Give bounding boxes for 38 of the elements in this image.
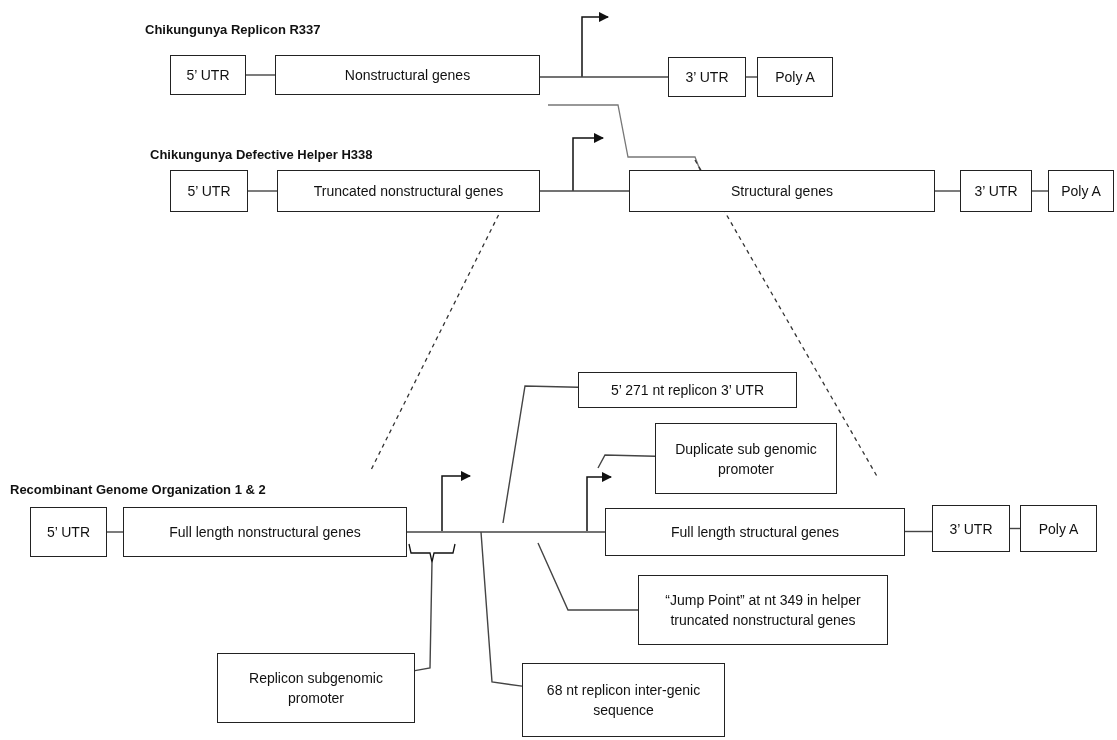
sequence-line bbox=[247, 190, 278, 192]
gene-segment-box: Truncated nonstructural genes bbox=[277, 170, 540, 212]
leader-line bbox=[537, 542, 639, 611]
gene-segment-box: 5’ UTR bbox=[170, 55, 246, 95]
bracket bbox=[408, 543, 456, 563]
sequence-line bbox=[245, 74, 276, 76]
callout-box: “Jump Point” at nt 349 in helper truncated nonstructural genes bbox=[638, 575, 888, 645]
callout-box: Duplicate sub genomic promoter bbox=[655, 423, 837, 494]
sequence-line bbox=[414, 561, 433, 672]
gene-segment-box: 5’ UTR bbox=[30, 507, 107, 557]
row-title: Chikungunya Defective Helper H338 bbox=[150, 147, 373, 162]
sequence-line bbox=[539, 76, 669, 78]
gene-segment-box: Poly A bbox=[757, 57, 833, 97]
leader-line bbox=[597, 454, 656, 469]
leader-line bbox=[480, 531, 523, 687]
gene-segment-box: Structural genes bbox=[629, 170, 935, 212]
row-title: Recombinant Genome Organization 1 & 2 bbox=[10, 482, 266, 497]
gene-segment-box: 3’ UTR bbox=[932, 505, 1010, 552]
gene-segment-box: Full length structural genes bbox=[605, 508, 905, 556]
gene-segment-box: 5’ UTR bbox=[170, 170, 248, 212]
leader-line bbox=[502, 385, 579, 524]
sequence-line bbox=[934, 190, 961, 192]
gene-segment-box: Full length nonstructural genes bbox=[123, 507, 407, 557]
callout-box: Replicon subgenomic promoter bbox=[217, 653, 415, 723]
callout-box: 68 nt replicon inter-genic sequence bbox=[522, 663, 725, 737]
sequence-line bbox=[904, 530, 933, 533]
gene-segment-box: Poly A bbox=[1020, 505, 1097, 552]
gene-segment-box: 3’ UTR bbox=[960, 170, 1032, 212]
row-title: Chikungunya Replicon R337 bbox=[145, 22, 321, 37]
gene-segment-box: 3’ UTR bbox=[668, 57, 746, 97]
gene-segment-box: Poly A bbox=[1048, 170, 1114, 212]
sequence-line bbox=[406, 531, 606, 533]
sequence-line bbox=[745, 76, 758, 78]
sequence-line bbox=[539, 190, 630, 192]
gene-segment-box: Nonstructural genes bbox=[275, 55, 540, 95]
callout-box: 5’ 271 nt replicon 3’ UTR bbox=[578, 372, 797, 408]
sequence-line bbox=[106, 531, 124, 533]
sequence-line bbox=[1031, 190, 1049, 192]
